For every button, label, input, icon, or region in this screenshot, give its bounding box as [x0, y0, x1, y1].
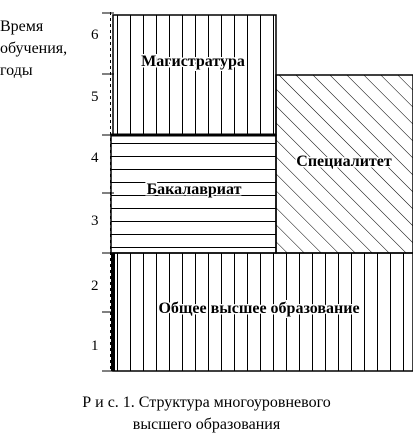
y-axis-title-line: Время	[0, 18, 44, 35]
obshchee-label: Общее высшее образование	[158, 300, 359, 317]
y-tick-label: 3	[91, 213, 99, 229]
y-tick-label: 6	[91, 27, 99, 43]
y-axis-title: Время обучения, годы	[0, 16, 67, 82]
caption-line: Р и с. 1. Структура многоуровневого	[82, 394, 331, 411]
figure-caption: Р и с. 1. Структура многоуровневого высш…	[0, 392, 413, 436]
magistratura-block	[112, 14, 277, 136]
caption-line: высшего образования	[132, 416, 281, 433]
y-axis-title-line: годы	[0, 62, 33, 79]
specialitet-label: Специалитет	[296, 153, 392, 170]
y-axis-title-line: обучения,	[0, 40, 68, 57]
y-tick-label: 5	[91, 89, 99, 105]
magistratura-label: Магистратура	[141, 53, 245, 70]
bakalavriat-label: Бакалавриат	[147, 181, 242, 198]
y-tick-label: 1	[91, 338, 99, 354]
y-tick-label: 2	[91, 278, 99, 294]
y-tick-label: 4	[91, 150, 99, 166]
obshchee-block	[112, 252, 413, 372]
